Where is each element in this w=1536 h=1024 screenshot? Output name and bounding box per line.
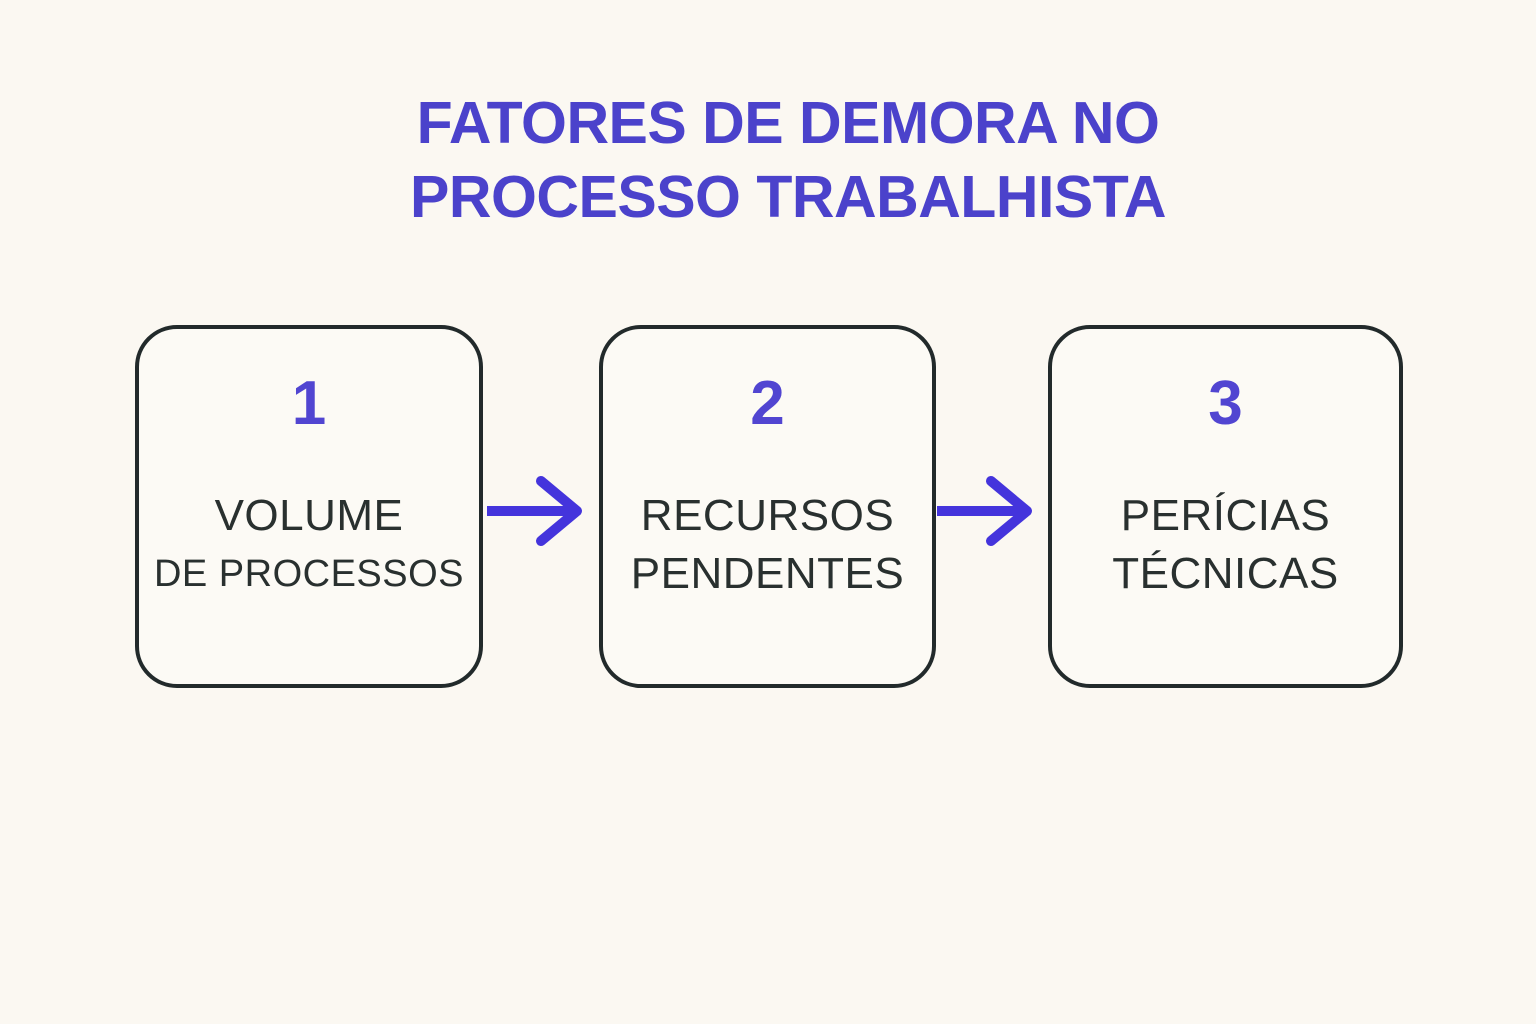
step-number: 3: [1208, 369, 1243, 438]
step-label-line-1: PERÍCIAS: [1120, 491, 1331, 540]
step-label-line-1: RECURSOS: [640, 491, 895, 540]
step-label: PERÍCIAS TÉCNICAS: [1112, 487, 1338, 603]
step-label-line-2: DE PROCESSOS: [153, 553, 465, 595]
right-arrow-icon: [933, 475, 1037, 547]
step-label-line-2: PENDENTES: [630, 549, 905, 598]
step-label-line-2: TÉCNICAS: [1112, 549, 1339, 598]
title-line-2: PROCESSO TRABALHISTA: [410, 164, 1166, 230]
step-box-recursos-pendentes: 2 RECURSOS PENDENTES: [599, 325, 936, 688]
step-label: RECURSOS PENDENTES: [631, 487, 904, 603]
title-line-1: FATORES DE DEMORA NO: [416, 90, 1160, 156]
step-box-volume-de-processos: 1 VOLUME DE PROCESSOS: [135, 325, 483, 688]
step-box-pericias-tecnicas: 3 PERÍCIAS TÉCNICAS: [1048, 325, 1403, 688]
step-label-line-1: VOLUME: [214, 491, 404, 540]
step-label: VOLUME DE PROCESSOS: [154, 487, 464, 603]
right-arrow-icon: [483, 475, 587, 547]
step-number: 1: [291, 369, 327, 438]
step-number: 2: [750, 369, 785, 438]
diagram-title: FATORES DE DEMORA NO PROCESSO TRABALHIST…: [0, 86, 1536, 234]
